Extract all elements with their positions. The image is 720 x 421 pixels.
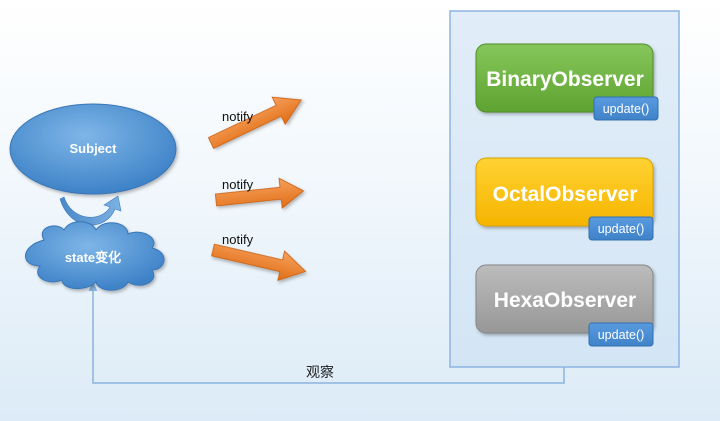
- notify-label-2: notify: [222, 177, 254, 192]
- binary-update-method: [593, 96, 659, 121]
- notify-arrow-2: [214, 177, 305, 209]
- binary-observer-label: BinaryObserver: [486, 68, 644, 91]
- hexa-update-label: update(): [598, 328, 645, 342]
- subject-label: Subject: [70, 141, 118, 156]
- subject-node: [9, 103, 177, 195]
- hexa-observer-box: [475, 264, 654, 334]
- hexa-update-method: [588, 322, 654, 347]
- binary-update-label: update(): [603, 102, 650, 116]
- observe-arrowhead: [88, 282, 98, 291]
- observe-line: [92, 287, 565, 384]
- state-change-curve-arrow: [59, 195, 122, 226]
- state-cloud: [25, 221, 165, 291]
- notify-label-1: notify: [222, 109, 254, 124]
- octal-observer-label: OctalObserver: [493, 183, 638, 206]
- octal-update-method: [588, 216, 654, 241]
- notify-arrow-3: [211, 243, 307, 281]
- octal-update-label: update(): [598, 222, 645, 236]
- hexa-observer-label: HexaObserver: [494, 289, 636, 312]
- notify-arrow-1: [207, 96, 302, 149]
- notify-label-3: notify: [222, 232, 254, 247]
- state-label: state变化: [65, 250, 121, 265]
- binary-observer-box: [475, 43, 654, 113]
- observe-label: 观察: [306, 364, 334, 380]
- octal-observer-box: [475, 157, 654, 227]
